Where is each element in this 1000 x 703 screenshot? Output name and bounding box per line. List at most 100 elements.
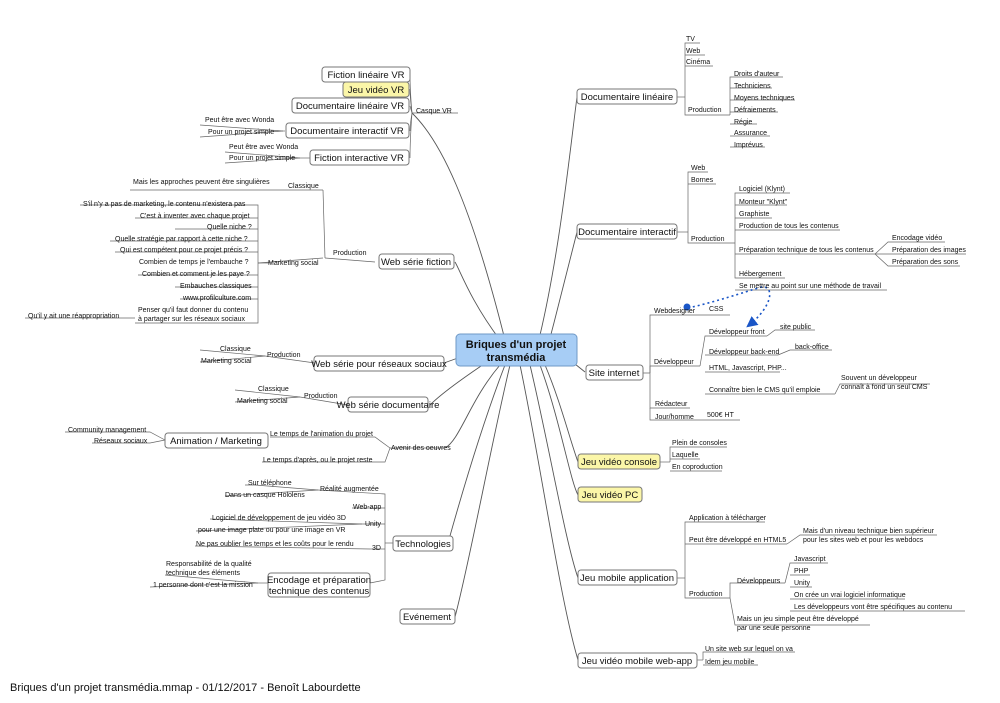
web-serie-reseaux-box[interactable] xyxy=(313,355,445,372)
fivr-note2: Pour un projet simple xyxy=(229,155,295,162)
animation-marketing-box[interactable] xyxy=(164,432,269,449)
tech-webapp: Web-app xyxy=(353,504,381,511)
avenir: Avenir des oeuvres xyxy=(391,445,451,452)
wsf-m9: www.profilculture.com xyxy=(182,295,251,302)
di-p7: Se mettre au point sur une méthode de tr… xyxy=(739,283,881,290)
doc-lineaire: Documentaire linéaire xyxy=(581,92,673,103)
jm-html5: Peut être développé en HTML5 xyxy=(689,537,786,544)
di-p1: Logiciel (Klynt) xyxy=(739,186,785,193)
jm-d3: Unity xyxy=(794,580,810,587)
wsr-marketing: Marketing social xyxy=(201,358,252,365)
doc-lineaire-vr-box[interactable] xyxy=(291,97,410,114)
fiction-interactive-vr: Fiction interactive VR xyxy=(314,153,404,164)
wsf-m1: S'il n'y a pas de marketing, le contenu … xyxy=(83,201,246,208)
jm-d5: Les développeurs vont être spécifiques a… xyxy=(794,604,952,611)
doc-interactif-box[interactable] xyxy=(576,223,678,240)
web-serie-doc-box[interactable] xyxy=(347,396,429,413)
di-p3: Graphiste xyxy=(739,211,769,218)
jm-dev: Développeurs xyxy=(737,578,781,585)
doc-interactif-vr: Documentaire interactif VR xyxy=(290,126,404,137)
jm-production: Production xyxy=(689,591,723,598)
dl-p3: Moyens techniques xyxy=(734,95,795,102)
di-p5b: Préparation des images xyxy=(892,247,966,254)
doc-interactif-vr-box[interactable] xyxy=(285,122,410,139)
dl-p6: Assurance xyxy=(734,130,767,137)
di-bornes: Bornes xyxy=(691,177,714,184)
dl-web: Web xyxy=(686,48,700,55)
si-developpeur: Développeur xyxy=(654,359,694,366)
wsf-marketing: Marketing social xyxy=(268,260,319,267)
si-cms-n2: connaît à fond un seul CMS xyxy=(841,384,928,391)
jeu-mobile-box[interactable] xyxy=(577,569,678,586)
wsf-m10b: à partager sur les réseaux sociaux xyxy=(138,316,245,323)
dl-p1: Droits d'auteur xyxy=(734,71,780,78)
web-serie-fiction-box[interactable] xyxy=(378,253,455,270)
si-back: Développeur back-end xyxy=(709,349,780,356)
jm-d1: Javascript xyxy=(794,556,826,563)
enc-n1a: Responsabilité de la qualité xyxy=(166,561,252,568)
technologies-box[interactable] xyxy=(392,535,454,552)
wsr-classique: Classique xyxy=(220,346,251,353)
enc-n1b: technique des éléments xyxy=(166,570,240,577)
jeu-mobile-web-box[interactable] xyxy=(577,652,698,669)
jm-simple1: Mais un jeu simple peut être développé xyxy=(737,616,859,623)
wsf-m5: Qui est compétent pour ce projet précis … xyxy=(120,247,248,254)
wsf-m4: Quelle stratégie par rapport à cette nic… xyxy=(115,236,248,243)
wsf-m6: Combien de temps je l'embauche ? xyxy=(139,259,249,266)
doc-interactif: Documentaire interactif xyxy=(578,227,676,238)
tech-ra1: Sur téléphone xyxy=(248,480,292,487)
tech-ra: Réalité augmentée xyxy=(320,486,379,493)
casque-vr: Casque VR xyxy=(416,108,452,115)
si-html: HTML, Javascript, PHP... xyxy=(709,365,787,372)
site-internet-box[interactable] xyxy=(585,364,644,381)
evenement-box[interactable] xyxy=(399,608,456,625)
si-front: Développeur front xyxy=(709,329,765,336)
encodage-box[interactable] xyxy=(267,572,371,598)
jeu-console-box[interactable] xyxy=(577,453,661,470)
jeu-console: Jeu vidéo console xyxy=(581,457,657,468)
jmw1: Un site web sur lequel on va xyxy=(705,646,793,653)
jeu-pc: Jeu vidéo PC xyxy=(582,490,639,501)
doc-lineaire-vr: Documentaire linéaire VR xyxy=(296,101,404,112)
central-topic-line2: transmédia xyxy=(487,352,547,364)
wsf-m7: Combien et comment je les paye ? xyxy=(142,271,250,278)
jeu-pc-box[interactable] xyxy=(577,486,643,503)
av-temps1: Le temps de l'animation du projet xyxy=(270,431,373,438)
tech-u1: Logiciel de développement de jeu vidéo 3… xyxy=(212,515,346,522)
jc1: Plein de consoles xyxy=(672,440,727,447)
di-production: Production xyxy=(691,236,725,243)
dvr-note1: Peut être avec Wonda xyxy=(205,117,274,124)
di-p2: Monteur "Klynt" xyxy=(739,199,788,206)
dvr-note2: Pour un projet simple xyxy=(208,129,274,136)
main-branch-connectors xyxy=(411,96,586,661)
central-topic[interactable]: Briques d'un projet transmédia xyxy=(455,333,578,367)
animation-marketing: Animation / Marketing xyxy=(170,436,262,447)
dl-tv: TV xyxy=(686,36,695,43)
wsf-m11: Qu'il y ait une réappropriation xyxy=(28,313,119,320)
wsf-production: Production xyxy=(333,250,367,257)
si-back-n: back-office xyxy=(795,344,829,351)
footer-caption: Briques d'un projet transmédia.mmap - 01… xyxy=(10,682,361,694)
jeu-mobile-web: Jeu vidéo mobile web-app xyxy=(582,656,692,667)
di-p5a: Encodage vidéo xyxy=(892,235,942,242)
encodage-line2: technique des contenus xyxy=(269,586,370,597)
fivr-note1: Peut être avec Wonda xyxy=(229,144,298,151)
jc3: En coproduction xyxy=(672,464,723,471)
jeu-video-vr-box[interactable] xyxy=(342,81,410,98)
anim-cm: Community management xyxy=(68,427,146,434)
si-front-n: site public xyxy=(780,324,812,331)
tech-unity: Unity xyxy=(365,521,381,528)
fiction-interactive-vr-box[interactable] xyxy=(309,149,410,166)
wsf-m3: Quelle niche ? xyxy=(207,224,252,231)
jeu-mobile: Jeu mobile application xyxy=(580,573,674,584)
wsf-m10a: Penser qu'il faut donner du contenu xyxy=(138,307,248,314)
doc-lineaire-box[interactable] xyxy=(576,88,678,105)
wsf-m2: C'est à inventer avec chaque projet xyxy=(140,213,250,220)
relation-arrow xyxy=(687,286,771,328)
relation-start-dot xyxy=(683,303,691,311)
dl-cinema: Cinéma xyxy=(686,59,710,66)
jc2: Laquelle xyxy=(672,452,699,459)
wsf-classique-note: Mais les approches peuvent être singuliè… xyxy=(133,179,270,186)
central-topic-line1: Briques d'un projet xyxy=(466,339,567,351)
